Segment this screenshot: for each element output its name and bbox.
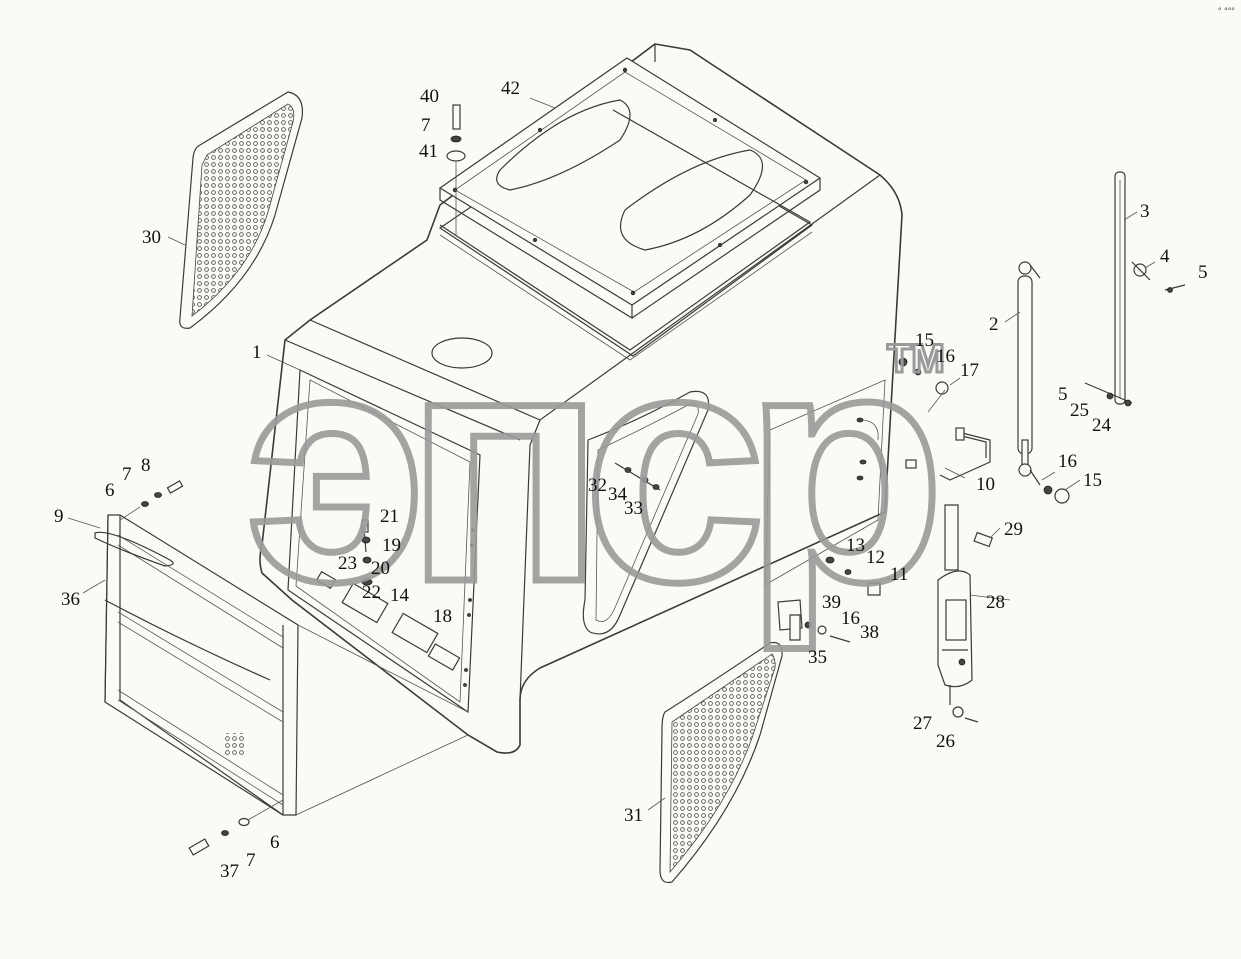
door-hinge <box>777 599 851 643</box>
callout-20: 20 <box>371 558 390 579</box>
callout-3: 3 <box>1140 201 1150 222</box>
callout-27: 27 <box>913 713 932 734</box>
callout-15: 15 <box>915 330 934 351</box>
handle-bracket <box>905 427 991 481</box>
callout-18: 18 <box>433 606 452 627</box>
callout-34: 34 <box>608 484 628 505</box>
latch-assembly <box>937 504 979 723</box>
watermark-text: эпср <box>245 281 935 652</box>
callout-19: 19 <box>382 535 401 556</box>
callout-7: 7 <box>246 850 256 871</box>
upper-grille <box>179 91 304 329</box>
callout-36: 36 <box>61 589 80 610</box>
callout-21: 21 <box>380 506 399 527</box>
callout-6: 6 <box>270 832 280 853</box>
callout-26: 26 <box>936 731 955 752</box>
watermark-trademark: TM <box>887 337 945 381</box>
callout-4: 4 <box>1160 246 1170 267</box>
callout-41: 41 <box>419 141 438 162</box>
callout-1: 1 <box>252 342 262 363</box>
callout-10: 10 <box>976 474 995 495</box>
callout-37: 37 <box>220 861 239 882</box>
front-guard <box>94 514 469 816</box>
callout-7: 7 <box>421 115 431 136</box>
corner-mark: ° °°° <box>1218 6 1235 16</box>
callout-17: 17 <box>960 360 979 381</box>
callout-15: 15 <box>1083 470 1102 491</box>
callout-31: 31 <box>624 805 643 826</box>
leader-lines <box>67 97 1156 811</box>
lower-grille <box>659 641 783 884</box>
callout-12: 12 <box>866 547 885 568</box>
callout-14: 14 <box>390 585 410 606</box>
callout-6: 6 <box>105 480 115 501</box>
callout-16: 16 <box>841 608 860 629</box>
callout-16: 16 <box>936 346 955 367</box>
callout-8: 8 <box>141 455 151 476</box>
callout-9: 9 <box>54 506 64 527</box>
callout-5: 5 <box>1198 262 1208 283</box>
callout-25: 25 <box>1070 400 1089 421</box>
callout-39: 39 <box>822 592 841 613</box>
callout-7: 7 <box>122 464 132 485</box>
callout-13: 13 <box>846 535 865 556</box>
callout-33: 33 <box>624 498 643 519</box>
support-rod <box>1084 171 1186 407</box>
callout-28: 28 <box>986 592 1005 613</box>
callout-30: 30 <box>142 227 161 248</box>
callout-32: 32 <box>588 475 607 496</box>
callout-40: 40 <box>420 86 439 107</box>
gas-strut <box>1017 261 1070 504</box>
callout-2: 2 <box>989 314 999 335</box>
callout-24: 24 <box>1092 415 1112 436</box>
callout-42: 42 <box>501 78 520 99</box>
hardware-fasteners <box>119 104 993 856</box>
callout-labels: 1 2 3 4 5 5 6 6 7 7 7 8 9 10 11 12 13 14… <box>54 78 1208 882</box>
callout-22: 22 <box>362 582 381 603</box>
callout-38: 38 <box>860 622 879 643</box>
watermark: эпср TM <box>242 278 961 656</box>
callout-5: 5 <box>1058 384 1068 405</box>
roof-panel <box>438 57 822 361</box>
callout-35: 35 <box>808 647 827 668</box>
callout-11: 11 <box>890 564 908 585</box>
callout-29: 29 <box>1004 519 1023 540</box>
callout-23: 23 <box>338 553 357 574</box>
callout-16: 16 <box>1058 451 1077 472</box>
